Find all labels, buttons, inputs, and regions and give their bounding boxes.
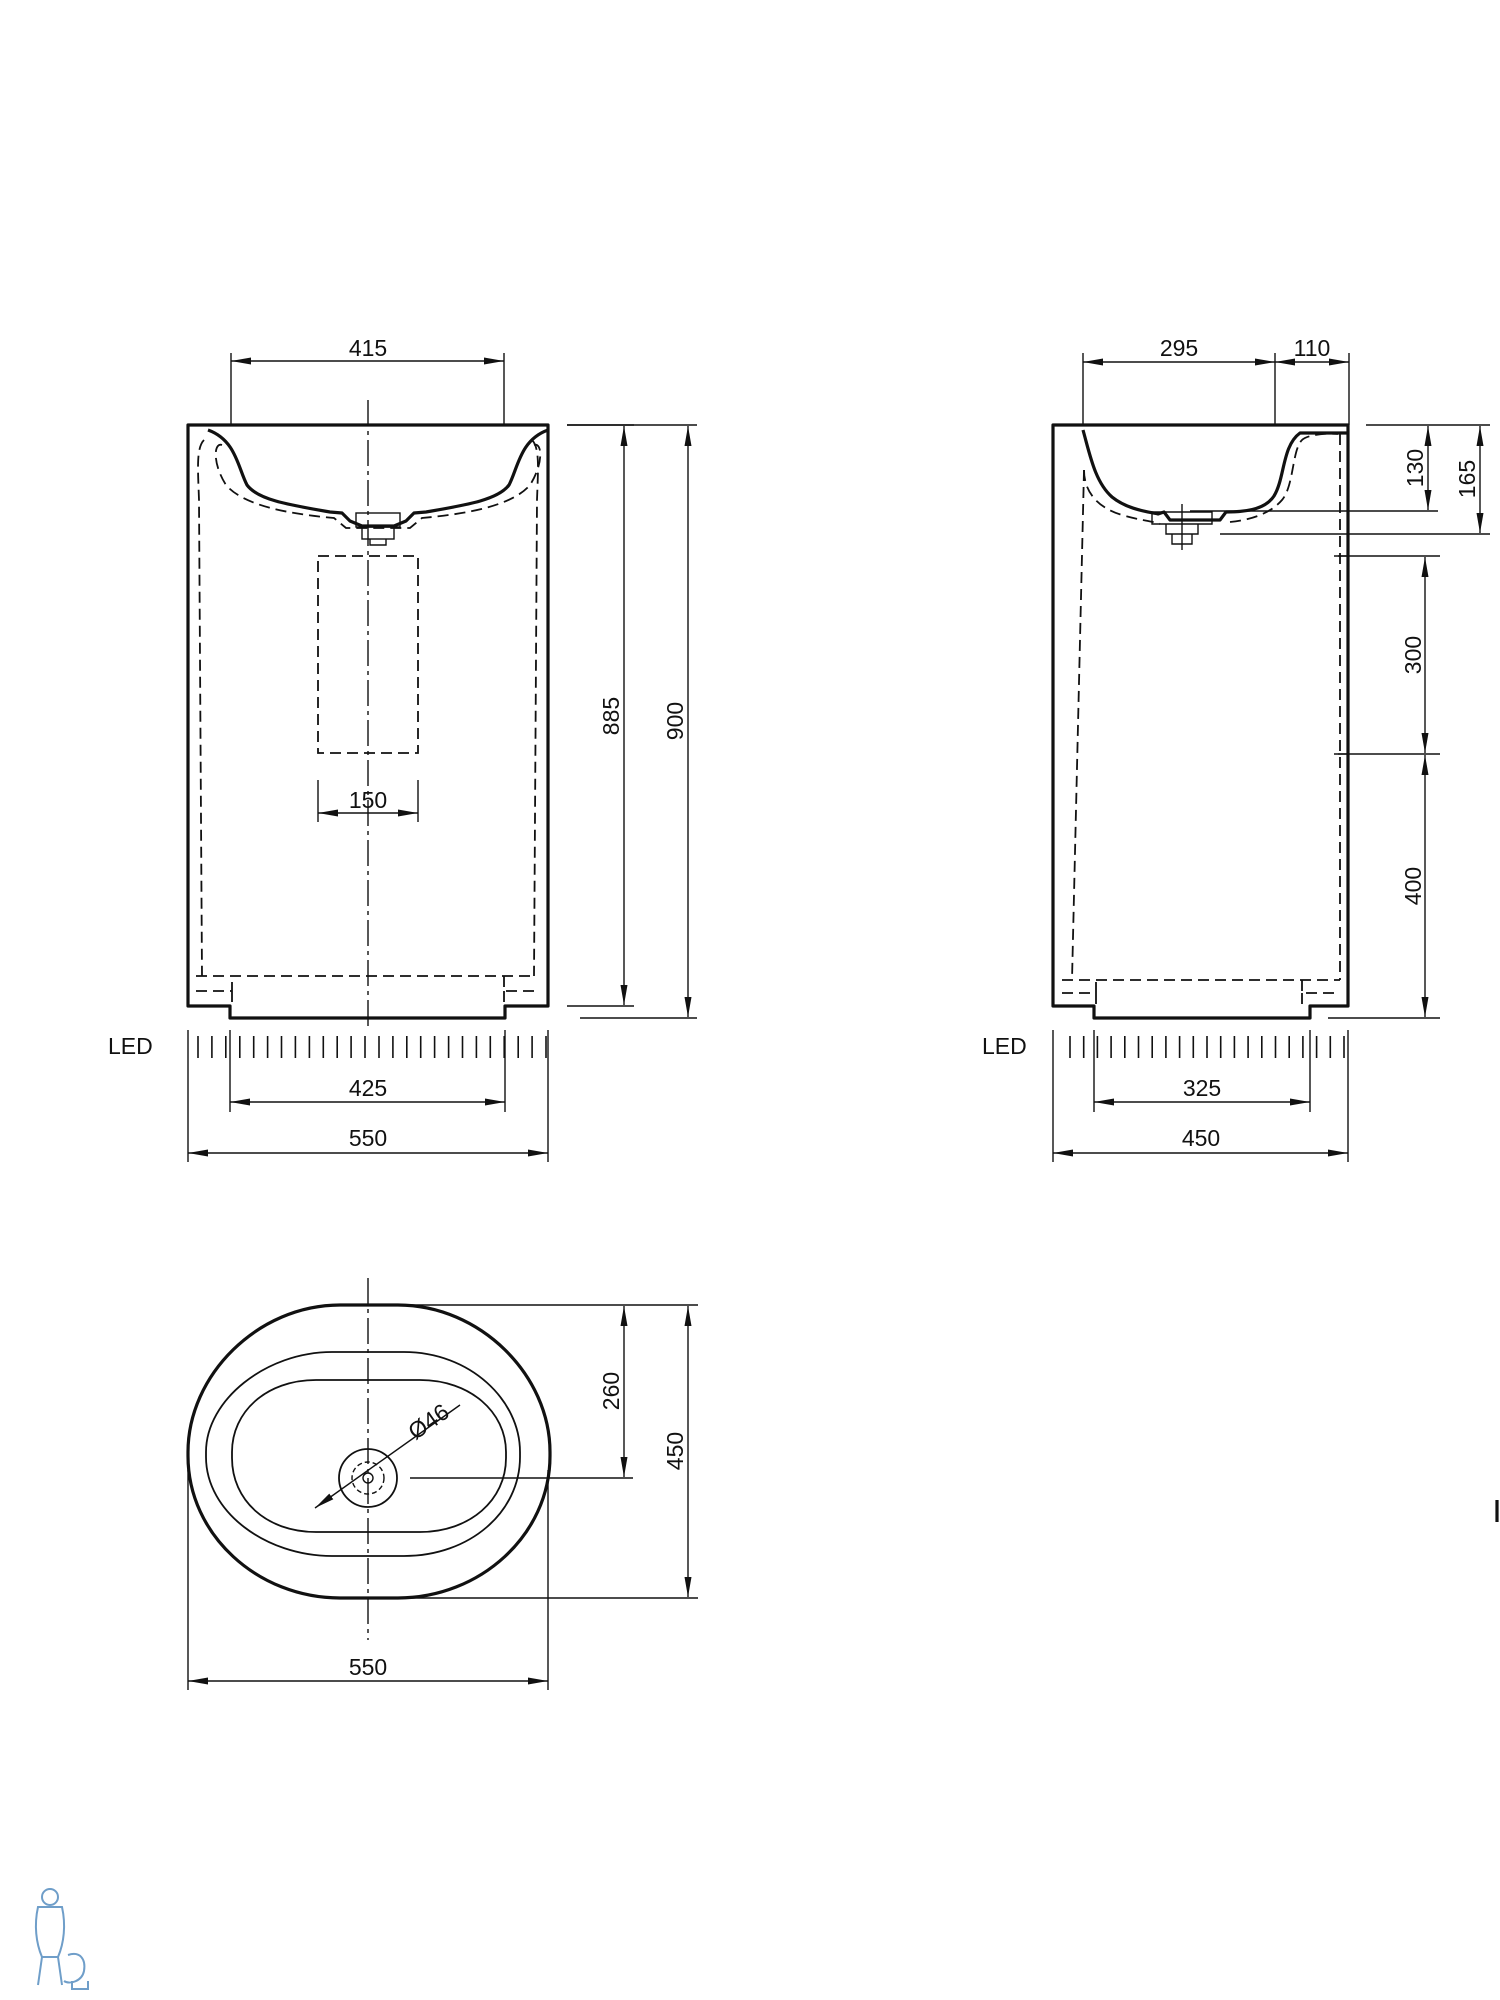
top-bowl-outline [231,1379,507,1533]
dim-front-slot-width: 150 [349,787,387,813]
side-drain-icon [1151,504,1213,550]
side-led-strip [1069,1036,1345,1058]
front-inner-wall-left [197,439,205,977]
side-led-label: LED [982,1033,1027,1059]
dim-side-lower-height: 400 [1400,867,1426,905]
dim-side-drain-b: 165 [1454,460,1480,498]
dim-side-base-width: 325 [1183,1075,1221,1101]
dim-top-drain-diameter: Ø46 [403,1398,454,1444]
side-body-outline [1051,423,1350,1020]
dim-front-total-height: 900 [662,702,688,740]
dim-side-mid-height: 300 [1400,636,1426,674]
top-outer-outline [186,1303,552,1600]
front-basin-solid [207,428,549,528]
side-inner-wall-front [1071,469,1085,981]
dim-front-inner-height: 885 [598,697,624,735]
side-base-recess [1062,979,1340,1006]
dim-side-rim: 110 [1294,335,1331,361]
dim-top-width: 550 [349,1654,387,1680]
dim-front-base-width: 425 [349,1075,387,1101]
front-basin-dashed [214,444,542,529]
top-rim-outline [205,1351,521,1557]
front-body-outline [186,423,550,1020]
dim-side-basin-depth: 295 [1160,335,1198,361]
front-drain-icon [355,512,401,546]
dim-side-drain-a: 130 [1402,449,1428,487]
side-basin-dashed [1083,432,1339,525]
front-inner-wall-right [531,439,539,977]
plumber-mascot-icon [34,1888,89,1990]
front-led-label: LED [108,1033,153,1059]
dim-top-depth: 450 [662,1432,688,1470]
dim-front-top-width: 415 [349,335,387,361]
dim-side-total-width: 450 [1182,1125,1220,1151]
dim-top-drain-offset: 260 [598,1372,624,1410]
side-view: 295 110 130 165 300 400 LED 325 450 [982,335,1490,1162]
dim-front-total-width: 550 [349,1125,387,1151]
top-view: Ø46 260 450 550 [186,1278,698,1690]
dim-line-diameter [314,1404,461,1509]
front-view: 415 150 885 900 LED 425 550 [108,335,697,1162]
front-base-recess [196,975,540,1006]
front-led-strip [197,1036,547,1058]
side-basin-solid [1081,429,1348,522]
